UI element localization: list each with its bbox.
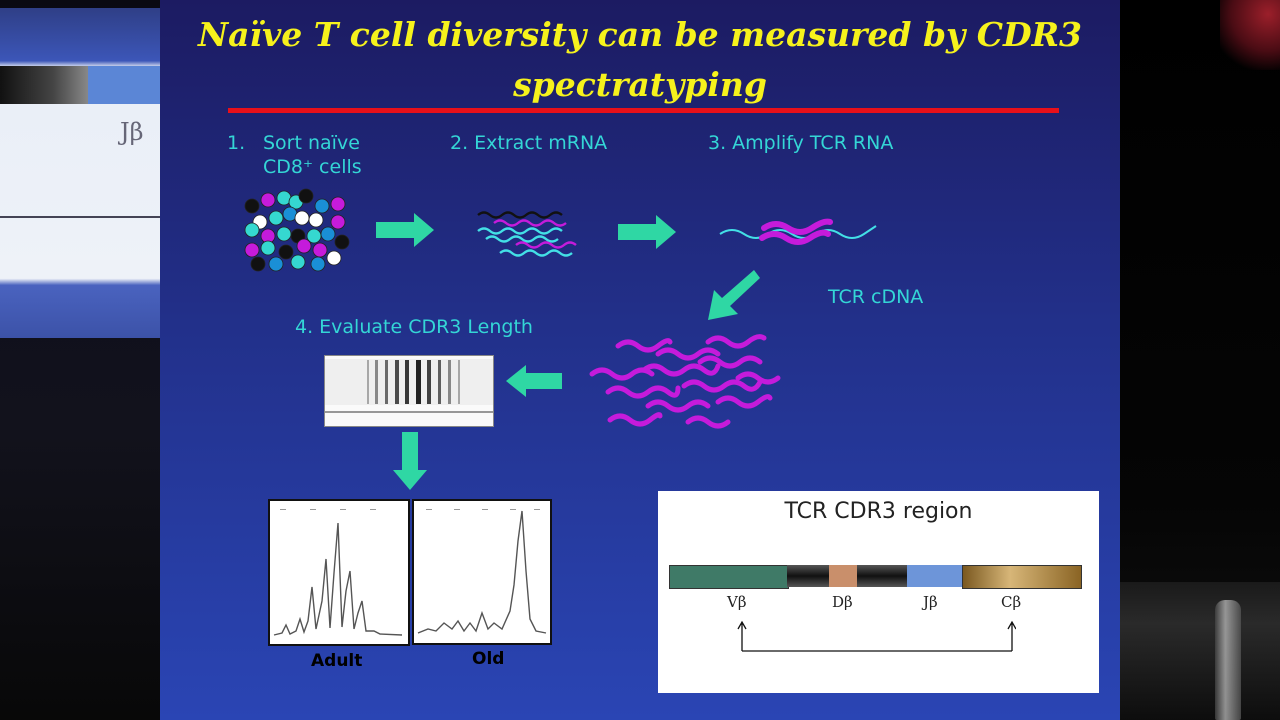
tcr-cdna-label: TCR cDNA: [828, 286, 924, 308]
mrna-strands-icon: [477, 211, 577, 257]
right-stage-background: [1120, 0, 1280, 720]
d-beta-segment: [829, 565, 857, 587]
old-spectratype-chart: [412, 499, 552, 645]
arrow-right-icon: [376, 213, 434, 247]
j-beta-segment: [907, 565, 962, 587]
left-screen-dark-bar: [0, 66, 88, 104]
step-1-number: 1.: [227, 132, 246, 154]
old-spectratype-trace: [417, 509, 547, 634]
step-1-label-line-2: CD8⁺ cells: [263, 156, 362, 178]
water-bottle: [1215, 600, 1241, 720]
slide-title-line-1: Naïve T cell diversity can be measured b…: [198, 15, 1082, 54]
arrow-down-icon: [393, 432, 427, 490]
primer-bracket-icon: [737, 620, 1016, 652]
arrow-down-left-icon: [708, 270, 760, 320]
left-screen-glow: [0, 8, 160, 338]
step-2-label: 2. Extract mRNA: [450, 132, 608, 154]
cdr3-dark-segment: [857, 565, 907, 587]
lectern-table: [1120, 582, 1280, 720]
j-beta-label: Jβ: [923, 593, 938, 611]
slide-title: Naïve T cell diversity can be measured b…: [160, 10, 1120, 110]
arrow-right-icon: [618, 215, 676, 249]
adult-spectratype-chart: [268, 499, 410, 646]
cdna-strands-icon: [589, 334, 781, 429]
adult-label: Adult: [311, 651, 363, 671]
step-1-label-line-1: Sort naïve: [263, 132, 360, 154]
d-beta-label: Dβ: [832, 593, 853, 611]
old-label: Old: [472, 649, 505, 669]
title-underline: [228, 108, 1059, 113]
amplified-rna-icon: [719, 218, 877, 245]
slide-title-line-2: spectratyping: [513, 65, 767, 104]
cdr3-dark-segment: [787, 565, 829, 587]
left-screen-label: Jβ: [120, 118, 144, 146]
left-projector-screen: Jβ: [0, 0, 160, 720]
cell-cluster-icon: [244, 188, 350, 272]
v-beta-label: Vβ: [727, 593, 747, 611]
c-beta-segment: [962, 565, 1082, 589]
gel-band-image: [325, 356, 493, 426]
step-4-label: 4. Evaluate CDR3 Length: [295, 316, 533, 338]
adult-spectratype-trace: [273, 509, 403, 636]
presentation-slide: Naïve T cell diversity can be measured b…: [160, 0, 1120, 720]
cdr3-region-diagram: TCR CDR3 region Vβ Dβ Jβ Cβ: [658, 491, 1099, 693]
gel-band-icon: [324, 355, 494, 427]
left-screen-blue-bar: [88, 66, 160, 104]
left-screen-line: [0, 216, 160, 218]
v-beta-segment: [669, 565, 789, 589]
arrow-left-icon: [506, 365, 562, 397]
red-light-flare: [1220, 0, 1280, 70]
c-beta-label: Cβ: [1001, 593, 1022, 611]
step-3-label: 3. Amplify TCR RNA: [708, 132, 894, 154]
cdr3-region-title: TCR CDR3 region: [784, 499, 973, 524]
